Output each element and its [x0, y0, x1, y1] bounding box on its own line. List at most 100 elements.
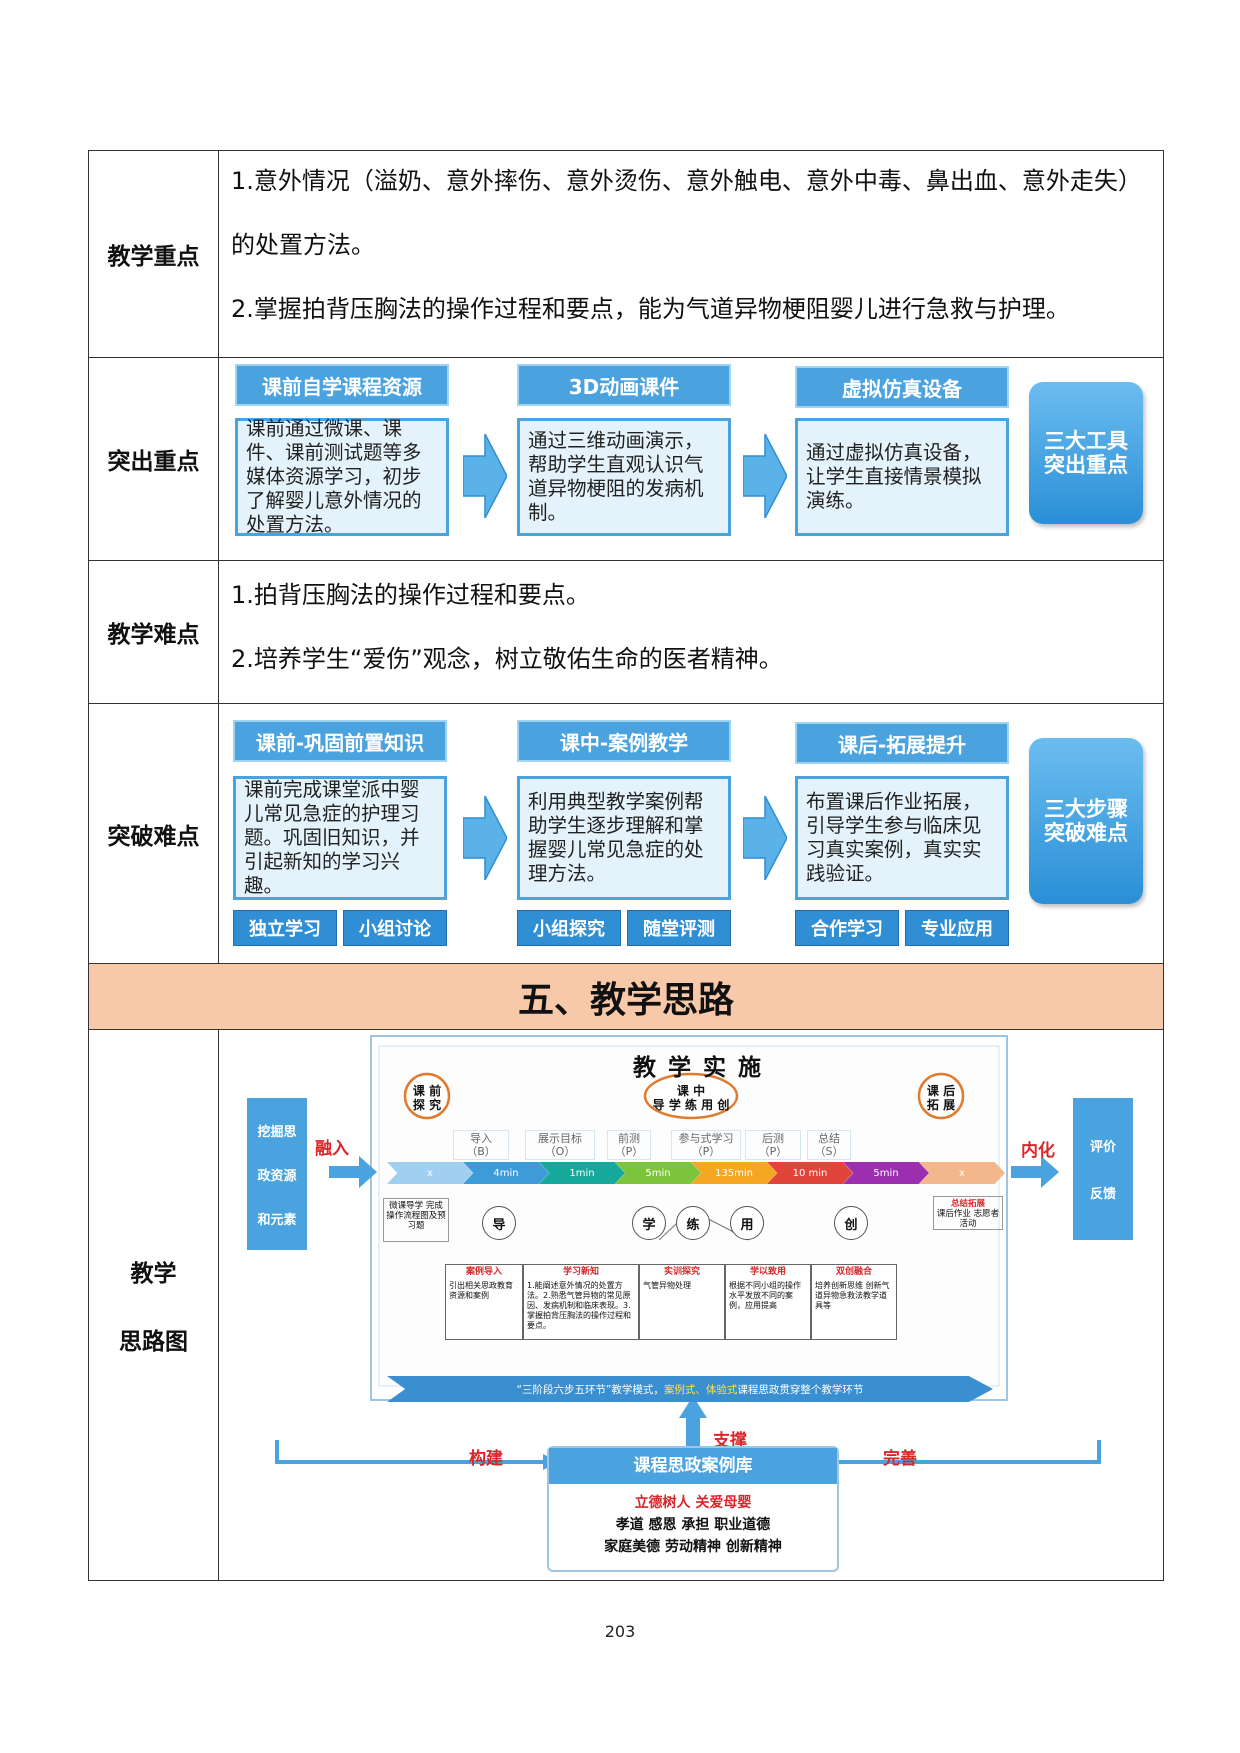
right-arrow-icon: [743, 434, 787, 518]
stage-label: 前测（P）: [607, 1130, 651, 1160]
summary-line-2: 突破难点: [1044, 821, 1128, 845]
timeline-segment: 5min: [615, 1162, 701, 1184]
step-body: 通过三维动画演示，帮助学生直观认识气道异物梗阻的发病机制。: [517, 418, 731, 536]
stage-label: 后测（P）: [745, 1130, 801, 1160]
row-breakthrough: 突破难点 课前-巩固前置知识 课前完成课堂派中婴儿常见急症的护理习题。巩固旧知识…: [89, 704, 1163, 964]
page-number: 203: [604, 1622, 636, 1641]
case-library-box: 课程思政案例库 立德树人 关爱母婴 孝道 感恩 承担 职业道德 家庭美德 劳动精…: [547, 1446, 839, 1572]
activity-box: 案例导入引出相关思政教育资源和案例: [445, 1264, 523, 1340]
case-library-line-3: 家庭美德 劳动精神 创新精神: [604, 1539, 782, 1555]
right-arrow-icon: [463, 796, 507, 880]
stage-label: 展示目标（O）: [525, 1130, 595, 1160]
activity-box-body: 引出相关思政教育资源和案例: [449, 1281, 513, 1300]
row-highlight: 突出重点 课前自学课程资源 课前通过微课、课件、课前测试题等多媒体资源学习，初步…: [89, 358, 1163, 561]
timeline-segment: 135min: [691, 1162, 777, 1184]
difficulty-line-2: 2.培养学生“爱伤”观念，树立敬佑生命的医者精神。: [231, 645, 783, 673]
method-tag: 小组讨论: [343, 910, 447, 946]
right-arrow-icon: [463, 434, 507, 518]
activity-box: 学习新知 1.能阐述意外情况的处置方法。2.熟悉气管异物的常见原因、发病机制和临床…: [523, 1264, 639, 1340]
method-tag: 小组探究: [517, 910, 621, 946]
activity-box-body: 培养创新思维 创新气道异物急救法教学道具等: [815, 1281, 890, 1310]
method-tag: 专业应用: [905, 910, 1009, 946]
activity-box-body: 根据不同小组的操作水平发放不同的案例，应用提高: [729, 1281, 801, 1310]
step-body: 课前完成课堂派中婴儿常见急症的护理习题。巩固旧知识，并引起新知的学习兴趣。: [233, 776, 447, 900]
activity-box-title: 双创融合: [835, 1267, 872, 1277]
stage-label: 导入（B）: [453, 1130, 509, 1160]
improve-label: 完善: [883, 1449, 917, 1469]
method-tag: 合作学习: [795, 910, 899, 946]
label-line-1: 教学: [130, 1261, 177, 1287]
timeline-segment: 5min: [843, 1162, 929, 1184]
row-label: 教学难点: [89, 561, 219, 703]
timeline-segment: x: [919, 1162, 1005, 1184]
stage-label: 总结（S）: [807, 1130, 851, 1160]
row-label: 突出重点: [89, 358, 219, 560]
row-difficulty: 教学难点 1.拍背压胸法的操作过程和要点。 2.培养学生“爱伤”观念，树立敬佑生…: [89, 561, 1163, 704]
activity-box: 实训探究气管异物处理: [639, 1264, 725, 1340]
method-tag: 随堂评测: [627, 910, 731, 946]
activity-box: 学以致用根据不同小组的操作水平发放不同的案例，应用提高: [725, 1264, 811, 1340]
summary-line-1: 三大步骤: [1044, 797, 1128, 821]
step-body: 利用典型教学案例帮助学生逐步理解和掌握婴儿常见急症的处理方法。: [517, 776, 731, 900]
mode-banner: “三阶段六步五环节”教学模式，案例式、体验式课程思政贯穿整个教学环节: [387, 1376, 993, 1402]
merge-in-label: 融入: [315, 1139, 349, 1159]
activity-box-body: 气管异物处理: [643, 1281, 691, 1290]
stage-circle: 用: [730, 1206, 764, 1240]
stage-circle: 导: [482, 1206, 516, 1240]
activity-box-title: 案例导入: [465, 1267, 502, 1277]
stage-circle: 创: [834, 1206, 868, 1240]
row-key-points: 教学重点 1.意外情况（溢奶、意外摔伤、意外烫伤、意外触电、意外中毒、鼻出血、意…: [89, 151, 1163, 358]
left-resource-box: 挖掘思政资源和元素: [247, 1098, 307, 1250]
right-arrow-icon: [743, 796, 787, 880]
teaching-idea-diagram: 教 学 实 施 课 前探 究 课 中导 学 练 用 创 课 后拓 展 挖掘思政资…: [219, 1030, 1163, 1580]
in-class-label: 课 中导 学 练 用 创: [652, 1084, 730, 1112]
step-title: 虚拟仿真设备: [795, 366, 1009, 408]
key-point-line-3: 2.掌握拍背压胸法的操作过程和要点，能为气道异物梗阻婴儿进行急救与护理。: [231, 295, 1070, 323]
stage-label: 参与式学习（P）: [671, 1130, 741, 1160]
row-teaching-idea: 教学 思路图: [89, 1030, 1163, 1580]
internalize-label: 内化: [1021, 1141, 1055, 1161]
teaching-table: 教学重点 1.意外情况（溢奶、意外摔伤、意外烫伤、意外触电、意外中毒、鼻出血、意…: [88, 150, 1164, 1581]
row-label: 突破难点: [89, 704, 219, 963]
summary-line-2: 突出重点: [1044, 453, 1128, 477]
pre-class-label: 课 前探 究: [412, 1084, 442, 1112]
activity-box: 双创融合培养创新思维 创新气道异物急救法教学道具等: [811, 1264, 897, 1340]
summary-badge: 三大步骤 突破难点: [1029, 738, 1143, 904]
activity-box-title: 学以致用: [749, 1267, 786, 1277]
difficulty-line-1: 1.拍背压胸法的操作过程和要点。: [231, 581, 590, 609]
step-title: 课前自学课程资源: [235, 364, 449, 406]
step-body: 布置课后作业拓展，引导学生参与临床见习真实案例，真实实践验证。: [795, 776, 1009, 900]
stage-circle: 练: [676, 1206, 710, 1240]
timeline-segment: 10 min: [767, 1162, 853, 1184]
step-body: 课前通过微课、课件、课前测试题等多媒体资源学习，初步了解婴儿意外情况的处置方法。: [235, 417, 449, 536]
step-title: 3D动画课件: [517, 364, 731, 406]
diagram-title: 教 学 实 施: [632, 1055, 764, 1081]
summary-line-1: 三大工具: [1044, 429, 1128, 453]
post-class-label: 课 后拓 展: [926, 1084, 956, 1112]
timeline-segment: x: [387, 1162, 473, 1184]
case-library-line-2: 孝道 感恩 承担 职业道德: [615, 1517, 771, 1533]
timeline-segment: 4min: [463, 1162, 549, 1184]
activity-box-title: 实训探究: [663, 1267, 700, 1277]
section-title: 五、教学思路: [89, 964, 1163, 1030]
case-library-line-1: 立德树人 关爱母婴: [634, 1495, 752, 1511]
activity-box-title: 学习新知: [562, 1267, 599, 1277]
method-tag: 独立学习: [233, 910, 337, 946]
right-note-box: 总结拓展 课后作业 志愿者活动: [933, 1196, 1003, 1230]
step-title: 课前-巩固前置知识: [233, 720, 447, 762]
key-point-line-2: 的处置方法。: [231, 231, 375, 259]
activity-box-body: 1.能阐述意外情况的处置方法。2.熟悉气管异物的常见原因、发病机制和临床表现。3…: [527, 1281, 631, 1330]
row-label: 教学 思路图: [89, 1030, 219, 1580]
row-label: 教学重点: [89, 151, 219, 357]
step-title: 课后-拓展提升: [795, 722, 1009, 764]
case-library-title: 课程思政案例库: [549, 1448, 837, 1484]
summary-badge: 三大工具 突出重点: [1029, 382, 1143, 524]
key-point-line-1: 1.意外情况（溢奶、意外摔伤、意外烫伤、意外触电、意外中毒、鼻出血、意外走失）: [231, 167, 1142, 195]
stage-circle: 学: [632, 1206, 666, 1240]
left-note-box: 微课导学 完成操作流程图及预习题: [383, 1198, 449, 1242]
step-title: 课中-案例教学: [517, 720, 731, 762]
timeline-segment: 1min: [539, 1162, 625, 1184]
build-label: 构建: [469, 1449, 503, 1469]
step-body: 通过虚拟仿真设备，让学生直接情景模拟演练。: [795, 418, 1009, 536]
